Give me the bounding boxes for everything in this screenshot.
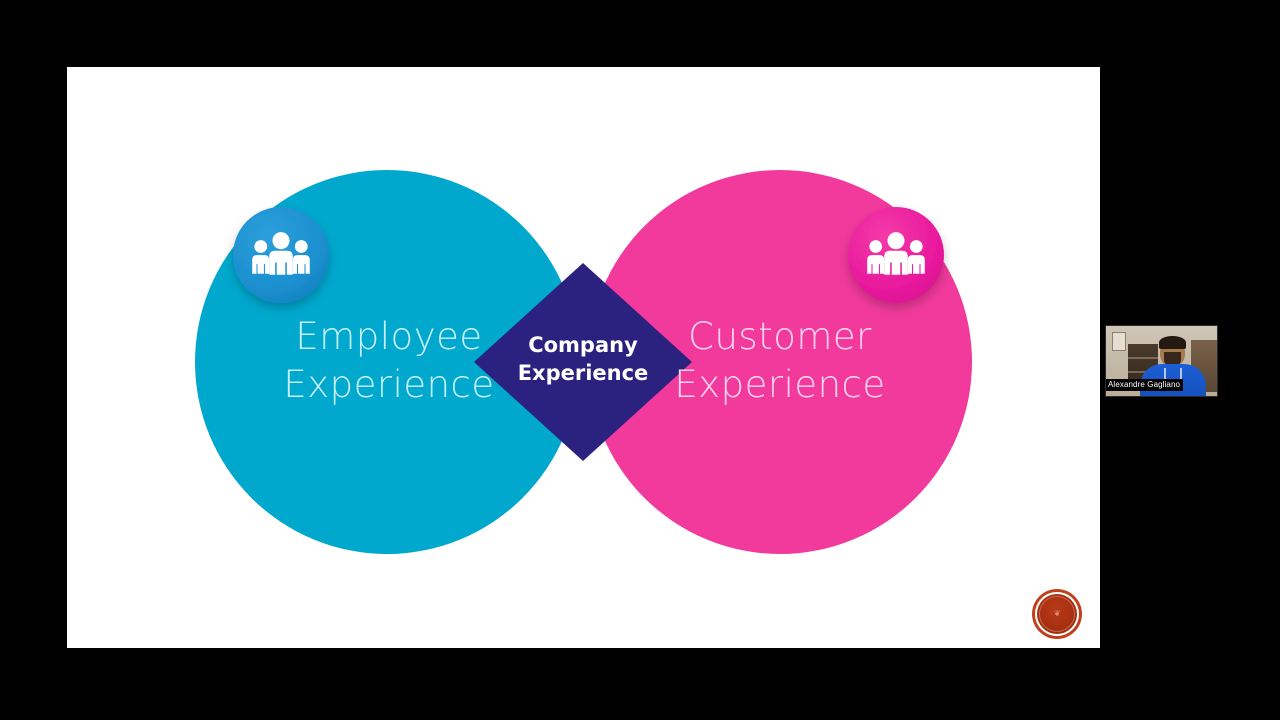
shelf-line (1128, 371, 1158, 373)
customer-experience-label-line2: Experience (674, 363, 885, 406)
company-experience-label-line1: Company (528, 333, 638, 357)
customer-experience-label-line1: Customer (688, 315, 872, 358)
company-seal-logo: ❦ (1035, 592, 1079, 636)
diagram-svg: Employee Experience Company Experience C… (195, 170, 972, 554)
employee-experience-label-line2: Experience (283, 363, 494, 406)
hoodie-strings (1164, 368, 1182, 384)
seal-mark: ❦ (1053, 609, 1061, 618)
participant-beard (1164, 352, 1181, 367)
seal-ring: ❦ (1039, 596, 1075, 632)
experience-infinity-diagram: Employee Experience Company Experience C… (67, 67, 1100, 648)
shelf-line (1128, 357, 1158, 359)
company-experience-diamond (474, 263, 692, 461)
participant-name-label: Alexandre Gagliano (1106, 379, 1184, 391)
presentation-slide: Employee Experience Company Experience C… (67, 67, 1100, 648)
participant-hair (1159, 336, 1186, 349)
company-experience-label-line2: Experience (518, 361, 649, 385)
participant-video-tile[interactable]: Alexandre Gagliano (1105, 325, 1218, 397)
employee-experience-label-line1: Employee (295, 315, 482, 358)
picture-frame-decor (1112, 332, 1126, 351)
